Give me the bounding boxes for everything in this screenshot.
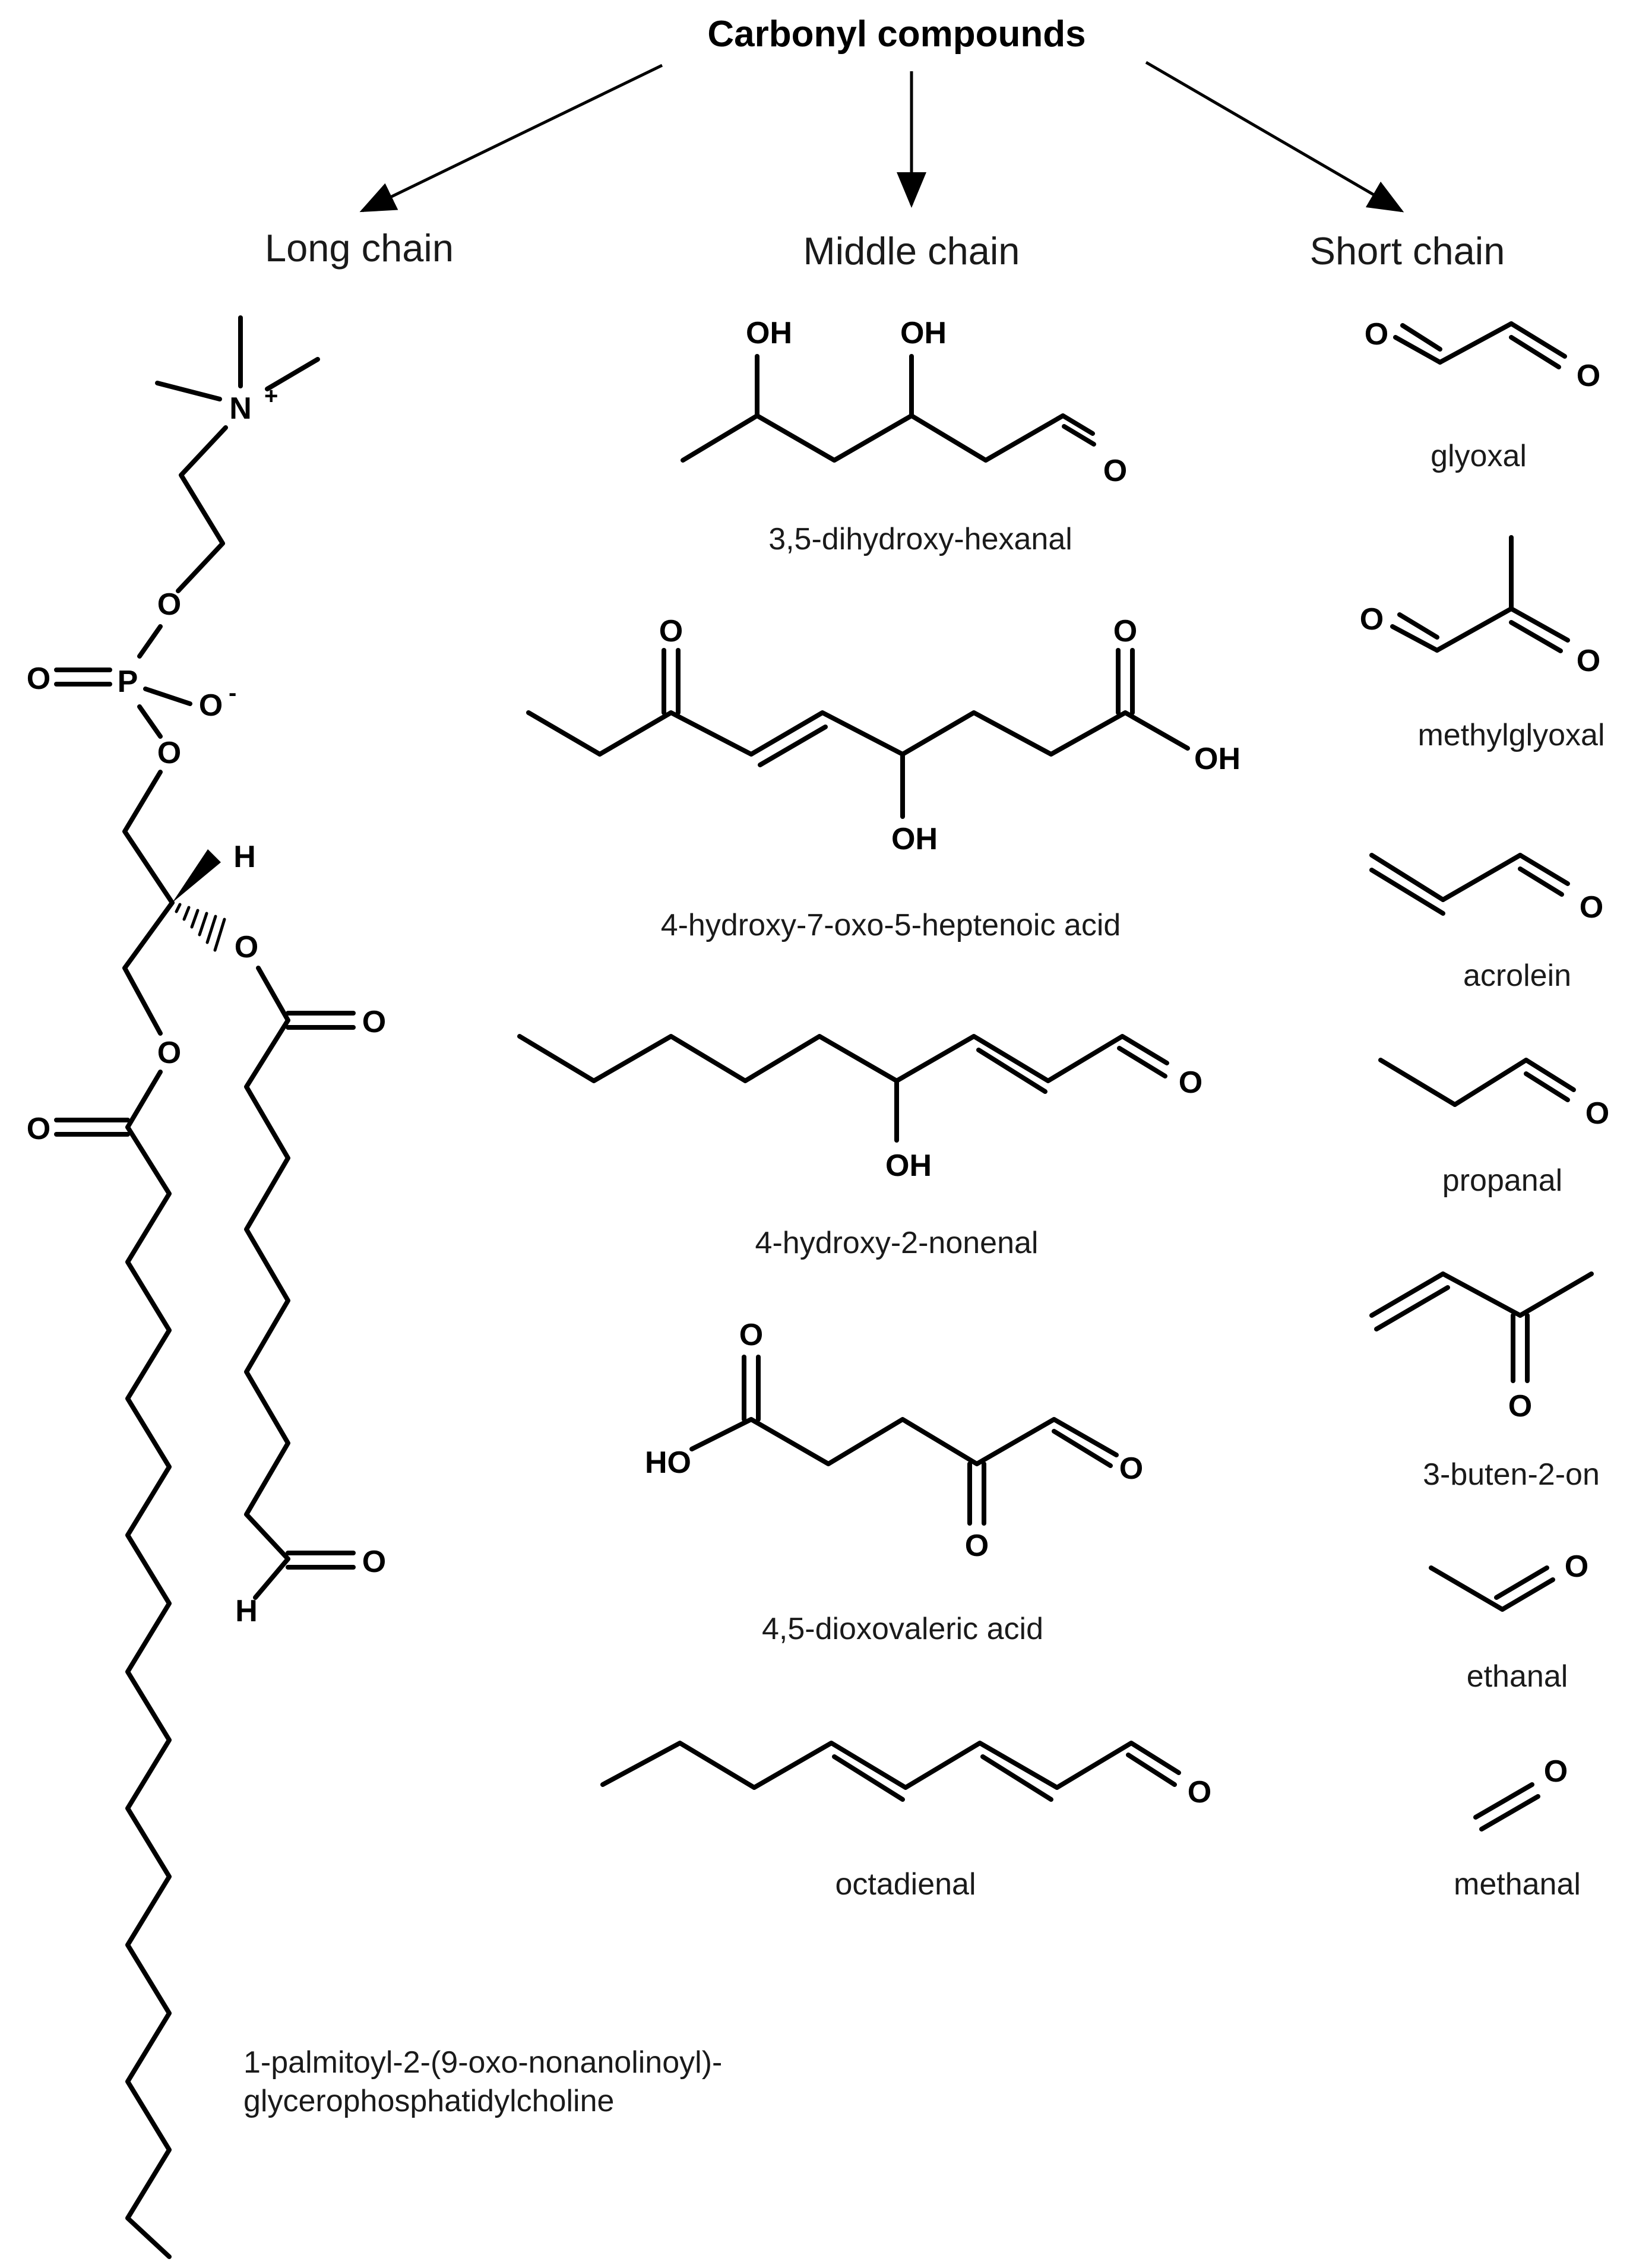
oxygen-atom: O [157,587,181,622]
oxygen-atom: O [1577,359,1600,393]
oxygen-atom: O [1508,1389,1532,1424]
hydroxyl-group: OH [885,1149,932,1183]
structure-glyoxal: O O [1365,317,1600,393]
oxygen-atom: O [1188,1775,1211,1810]
oxygen-atom: O [362,1005,386,1039]
compound-name-long-line2: glycerophosphatidylcholine [243,2084,614,2118]
nitrogen-charge: + [264,383,278,409]
compound-name-middle-2: 4-hydroxy-7-oxo-5-heptenoic acid [661,908,1121,942]
hydroxyl-group: HO [645,1445,691,1480]
middle-chain-header: Middle chain [803,229,1020,273]
arrow-to-short-chain [1145,61,1404,213]
structure-methanal: O [1473,1754,1568,1832]
compound-name-middle-3: 4-hydroxy-2-nonenal [755,1226,1039,1260]
structure-octadienal: O [600,1741,1211,1810]
structure-4-hydroxy-2-nonenal: O OH [517,1034,1202,1183]
oxygen-atom: O [1103,454,1127,488]
hydroxyl-group: OH [1194,742,1240,776]
oxygen-atom: O [1577,644,1600,678]
oxygen-atom: O [157,736,181,770]
oxygen-atom: O [1179,1065,1202,1100]
compound-name-middle-1: 3,5-dihydroxy-hexanal [768,522,1072,556]
compound-name-short-6: ethanal [1467,1659,1568,1694]
structure-acrolein: O [1369,853,1603,925]
short-chain-header: Short chain [1310,229,1505,273]
arrow-to-long-chain [359,64,663,213]
phosphorus-atom: P [118,665,138,699]
oxygen-atom: O [27,1112,50,1146]
oxygen-atom: O [157,1036,181,1070]
oxygen-atom: O [1365,317,1388,352]
oxygen-charge: - [229,680,236,706]
oxygen-atom: O [739,1318,763,1352]
diagram-title: Carbonyl compounds [707,14,1085,55]
compound-name-short-7: methanal [1454,1867,1581,1902]
nitrogen-atom: N [229,391,252,426]
structure-4-hydroxy-7-oxo-5-heptenoic-acid: O O OH OH [526,614,1240,856]
compound-name-long-line1: 1-palmitoyl-2-(9-oxo-nonanolinoyl)- [243,2045,722,2080]
hydroxyl-group: OH [900,316,947,350]
structure-3-buten-2-on: O [1369,1271,1594,1424]
structure-methylglyoxal: O O [1360,535,1600,678]
oxygen-atom: O [235,930,258,964]
oxygen-atom: O [1544,1754,1568,1789]
compound-name-short-3: acrolein [1463,959,1571,993]
compound-name-middle-4: 4,5-dioxovaleric acid [762,1612,1043,1646]
compound-name-short-2: methylglyoxal [1417,718,1604,752]
oxygen-atom: O [1360,602,1384,637]
structure-ethanal: O [1429,1549,1588,1612]
oxygen-atom: O [1585,1096,1609,1131]
oxygen-atom: O [1565,1549,1588,1584]
long-chain-header: Long chain [265,226,454,270]
compound-name-middle-5: octadienal [835,1867,976,1902]
oxygen-atom: O [965,1529,989,1563]
oxygen-anion: O [199,688,223,723]
structure-propanal: O [1378,1058,1609,1131]
long-chain-structure: N + O P O O - O H O O O O [27,315,386,2259]
wedge-bond [172,849,221,903]
oxygen-atom: O [1113,614,1137,649]
oxygen-atom: O [1580,890,1603,925]
compound-name-short-4: propanal [1442,1163,1562,1198]
structure-4-5-dioxovaleric-acid: O O HO O [645,1318,1143,1563]
compound-name-short-1: glyoxal [1431,439,1527,473]
hydrogen-atom: H [235,1594,258,1628]
structure-3-5-dihydroxy-hexanal: O OH OH [681,316,1127,488]
hydroxyl-group: OH [746,316,792,350]
oxygen-atom: O [659,614,683,649]
oxygen-atom: O [1119,1451,1143,1486]
compound-name-short-5: 3-buten-2-on [1423,1457,1600,1492]
oxygen-atom: O [27,662,50,696]
oxygen-atom: O [362,1545,386,1579]
hydrogen-atom: H [233,840,256,874]
hydroxyl-group: OH [891,822,938,856]
